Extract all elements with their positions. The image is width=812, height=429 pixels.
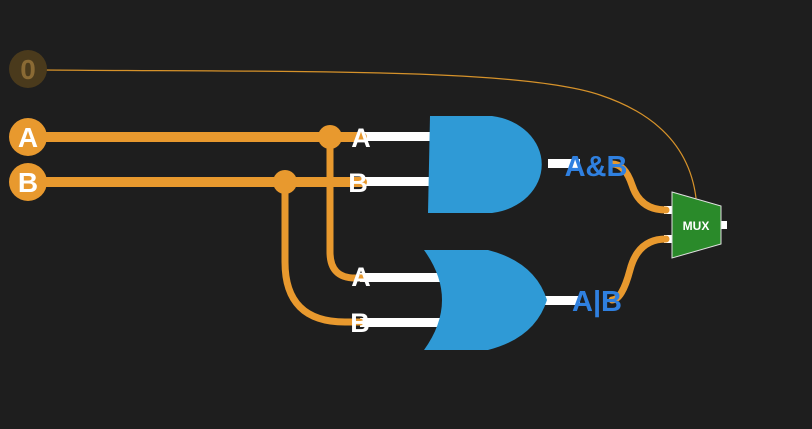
or-gate-output-stub bbox=[545, 296, 580, 305]
input-select-node[interactable]: 0 bbox=[9, 50, 47, 88]
junction-b bbox=[273, 170, 297, 194]
and-gate-pin-b-stub bbox=[360, 177, 432, 186]
or-gate-pin-b-stub bbox=[360, 318, 448, 327]
wire-and-to-mux bbox=[608, 160, 670, 214]
or-gate-icon[interactable] bbox=[424, 250, 547, 350]
and-gate-pin-b-label: B bbox=[348, 168, 368, 198]
wire-a-branch bbox=[326, 133, 366, 282]
and-gate-icon[interactable] bbox=[428, 116, 542, 213]
or-gate-pin-a-stub bbox=[360, 273, 448, 282]
wire-b-branch bbox=[281, 178, 364, 326]
or-gate-pin-b-label: B bbox=[350, 308, 370, 338]
and-gate-output-stub bbox=[548, 159, 580, 168]
or-gate-output-label: A|B bbox=[572, 286, 622, 318]
input-b-label: B bbox=[18, 167, 38, 198]
and-gate-output-label: A&B bbox=[565, 151, 628, 183]
wire-or-to-mux bbox=[608, 235, 670, 304]
and-gate-pin-a-stub bbox=[360, 132, 432, 141]
input-b-node[interactable]: B bbox=[9, 163, 47, 201]
input-a-label: A bbox=[18, 122, 38, 153]
input-select-label: 0 bbox=[20, 54, 36, 85]
mux-label: MUX bbox=[683, 219, 710, 233]
and-gate-pin-a-label: A bbox=[351, 123, 371, 153]
or-gate-pin-a-label: A bbox=[351, 262, 371, 292]
mux-icon[interactable]: MUX bbox=[671, 191, 722, 259]
mux-output-stub bbox=[719, 221, 727, 229]
select-wire bbox=[39, 69, 697, 199]
junction-a bbox=[318, 125, 342, 149]
input-a-node[interactable]: A bbox=[9, 118, 47, 156]
